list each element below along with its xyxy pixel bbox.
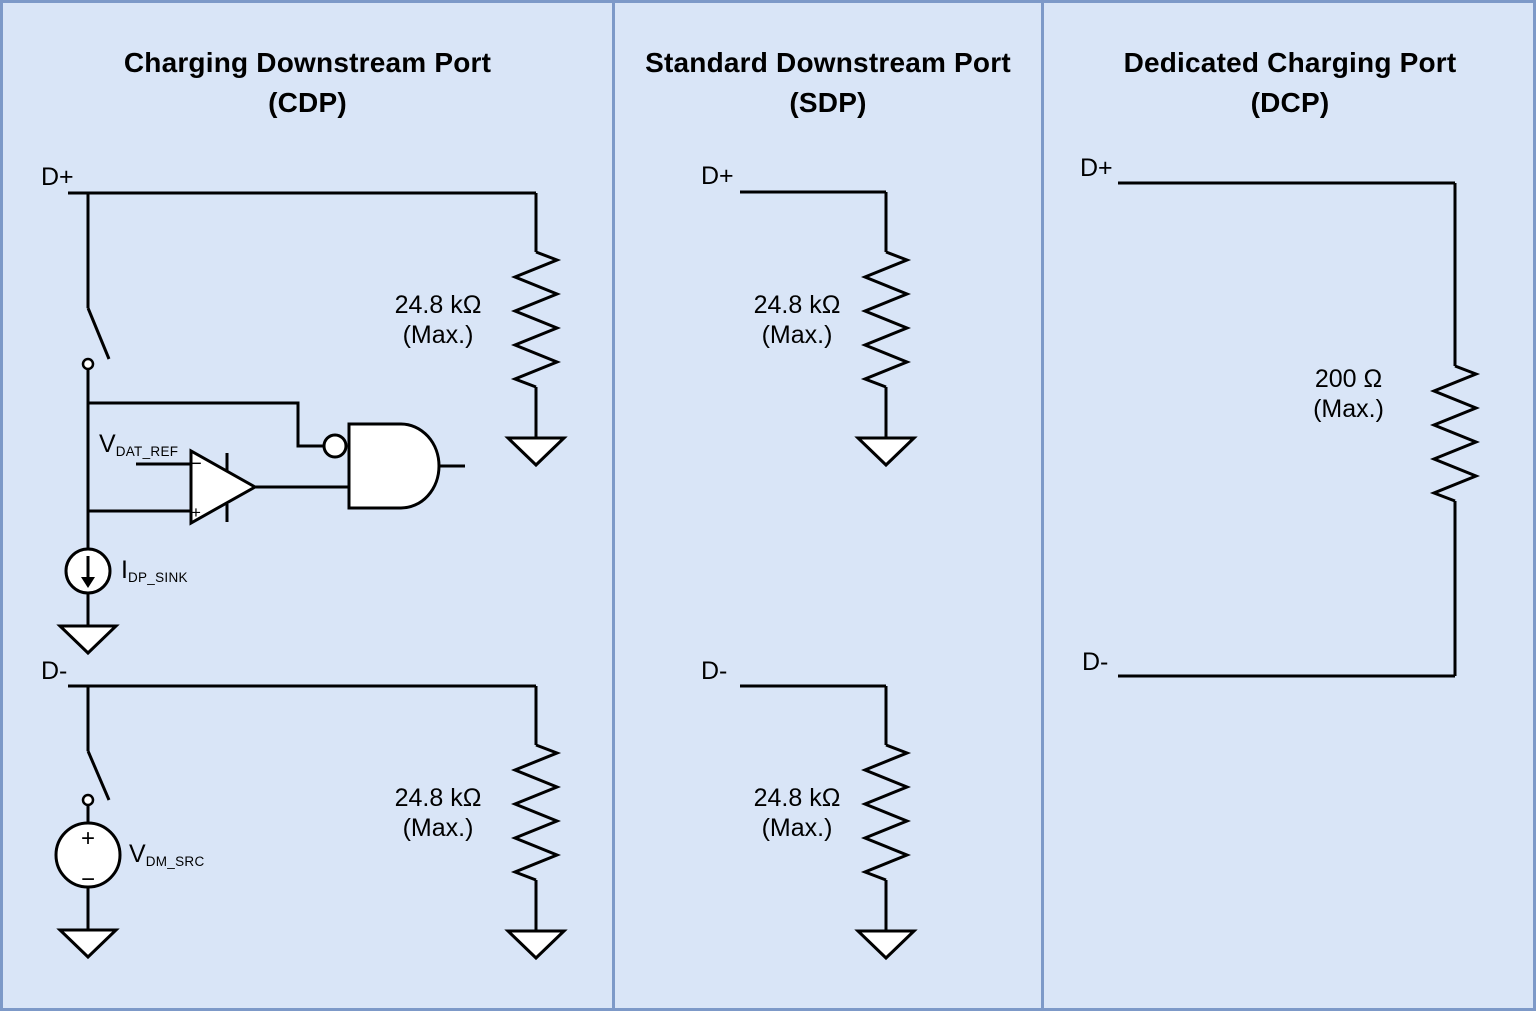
cdp-dminus-resistor-ground xyxy=(504,929,568,961)
cdp-dminus-resistor-label: 24.8 kΩ (Max.) xyxy=(378,783,498,843)
cdp-voltage-source: + − xyxy=(54,821,122,930)
resistor-value: 200 Ω xyxy=(1314,365,1383,393)
idpsink-sub: DP_SINK xyxy=(127,570,188,585)
sdp-dminus-resistor-label: 24.8 kΩ (Max.) xyxy=(732,783,862,843)
sdp-dplus-resistor-label: 24.8 kΩ (Max.) xyxy=(732,290,862,350)
sdp-panel-title: Standard Downstream Port (SDP) xyxy=(615,43,1041,123)
resistor-value: 24.8 kΩ xyxy=(394,291,482,319)
cdp-gate-input-wire xyxy=(88,401,324,448)
cdp-dplus-label: D+ xyxy=(41,163,74,191)
dcp-circuit xyxy=(1118,181,1481,678)
sdp-title-line2: (SDP) xyxy=(789,87,867,118)
cdp-current-sink xyxy=(64,547,112,626)
resistor-value: 24.8 kΩ xyxy=(394,784,482,812)
voltage-source-minus-marker: − xyxy=(81,866,95,893)
resistor-qualifier: (Max.) xyxy=(1313,395,1384,423)
cdp-dminus-switch-contact xyxy=(81,793,95,807)
comparator-minus-marker: − xyxy=(190,453,202,475)
cdp-title-line1: Charging Downstream Port xyxy=(123,47,492,78)
cdp-dplus-resistor-label: 24.8 kΩ (Max.) xyxy=(378,290,498,350)
cdp-title-line2: (CDP) xyxy=(268,87,347,118)
cdp-dminus-resistor xyxy=(504,686,568,961)
resistor-qualifier: (Max.) xyxy=(402,321,474,349)
cdp-dplus-switch xyxy=(81,193,111,549)
vdmsrc-base: V xyxy=(129,840,146,868)
cdp-dplus-switch-contact xyxy=(81,357,95,371)
comparator-plus-marker: + xyxy=(191,503,201,522)
gate-input-bubble xyxy=(322,433,348,459)
dcp-shorting-resistor xyxy=(1429,183,1481,676)
cdp-panel-title: Charging Downstream Port (CDP) xyxy=(3,43,612,123)
cdp-circuit: − + xyxy=(54,191,568,961)
sdp-dplus-resistor-ground xyxy=(854,436,918,468)
cdp-dplus-resistor xyxy=(504,193,568,468)
circuit-canvas: − + xyxy=(54,181,1481,961)
panel-divider-1 xyxy=(612,3,615,1008)
dcp-dplus-label: D+ xyxy=(1080,154,1113,182)
vdmsrc-sub: DM_SRC xyxy=(145,854,205,869)
cdp-dminus-label: D- xyxy=(41,657,68,685)
vdatref-sub: DAT_REF xyxy=(115,444,179,459)
cdp-idpsink-label: IDP_SINK xyxy=(121,557,188,591)
cdp-vdatref-label: VDAT_REF xyxy=(99,431,178,465)
cdp-comparator: − + xyxy=(189,448,259,526)
cdp-sink-ground xyxy=(56,624,120,656)
cdp-dplus-resistor-ground xyxy=(504,436,568,468)
sdp-circuit xyxy=(740,190,918,961)
dcp-resistor-label: 200 Ω (Max.) xyxy=(1286,364,1411,424)
cdp-source-ground xyxy=(56,928,120,960)
resistor-qualifier: (Max.) xyxy=(761,814,833,842)
sdp-dminus-resistor-ground xyxy=(854,929,918,961)
sdp-dminus-resistor xyxy=(854,686,918,961)
dcp-dminus-label: D- xyxy=(1082,648,1109,676)
resistor-value: 24.8 kΩ xyxy=(753,784,841,812)
sdp-dplus-resistor xyxy=(854,192,918,468)
dcp-panel-title: Dedicated Charging Port (DCP) xyxy=(1044,43,1533,123)
cdp-and-gate xyxy=(322,422,465,510)
sdp-title-line1: Standard Downstream Port xyxy=(645,47,1011,78)
panel-divider-2 xyxy=(1041,3,1044,1008)
resistor-qualifier: (Max.) xyxy=(402,814,474,842)
resistor-qualifier: (Max.) xyxy=(761,321,833,349)
sdp-dminus-label: D- xyxy=(701,657,728,685)
cdp-vdmsrc-label: VDM_SRC xyxy=(129,841,205,875)
idpsink-base: I xyxy=(121,556,128,584)
dcp-title-line2: (DCP) xyxy=(1250,87,1330,118)
sdp-dplus-label: D+ xyxy=(701,162,734,190)
vdatref-base: V xyxy=(99,430,116,458)
cdp-dminus-switch xyxy=(81,686,111,823)
voltage-source-plus-marker: + xyxy=(81,825,95,852)
dcp-title-line1: Dedicated Charging Port xyxy=(1123,47,1457,78)
resistor-value: 24.8 kΩ xyxy=(753,291,841,319)
